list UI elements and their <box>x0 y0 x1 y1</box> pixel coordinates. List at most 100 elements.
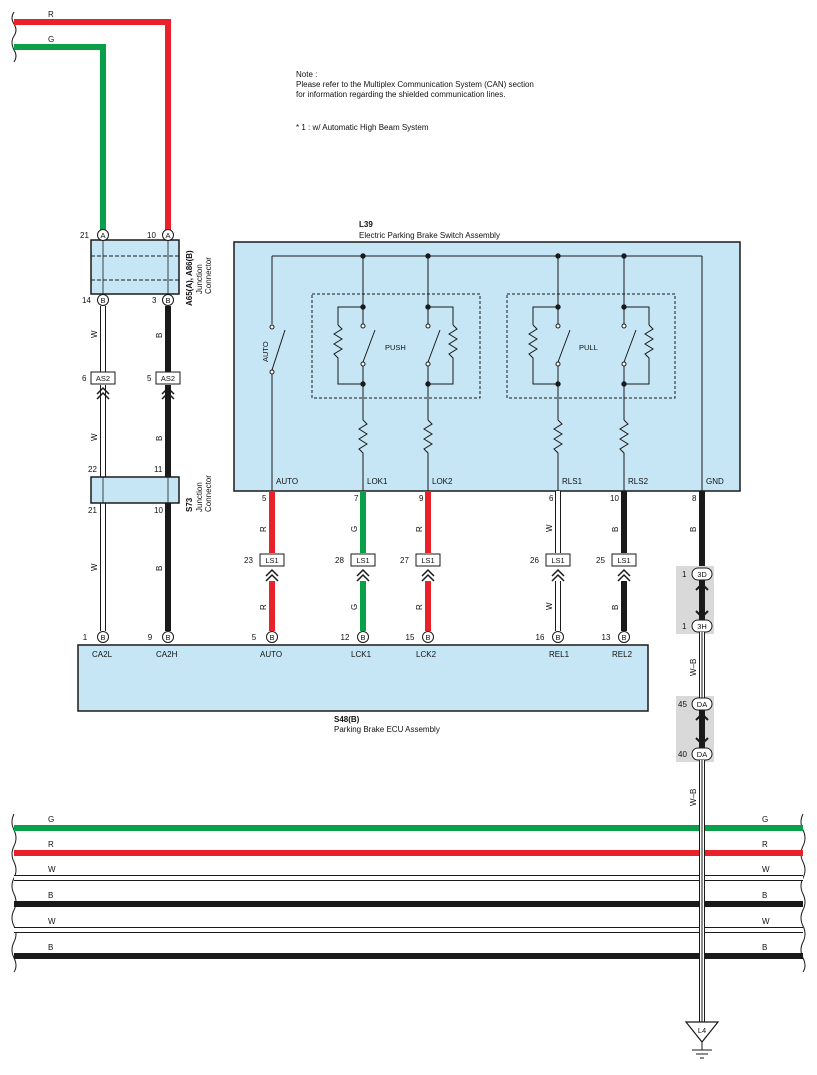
wire-lok2-label-2: R <box>415 604 424 610</box>
l39-pin-8: 8 <box>692 494 697 503</box>
ecu-terminal-auto: AUTO <box>260 650 282 659</box>
wire-w-label-1: W <box>90 330 99 338</box>
conn-b-b: B <box>165 296 170 305</box>
wire-rls1-label-2: W <box>545 602 554 610</box>
note-line-2: for information regarding the shielded c… <box>296 90 505 99</box>
ecu-name: Parking Brake ECU Assembly <box>334 725 440 734</box>
note-heading: Note : <box>296 70 317 79</box>
ls1-pin-27: 27 <box>400 556 409 565</box>
conn-a-r: A <box>165 231 170 240</box>
switch-circuit-1 <box>423 253 458 491</box>
l39-code: L39 <box>359 220 373 229</box>
bus-label-left-5: B <box>48 943 53 952</box>
wire-lok1-label-2: G <box>350 604 359 610</box>
bus-label-left-1: R <box>48 840 54 849</box>
ecu-terminal-ca2h: CA2H <box>156 650 178 659</box>
terminal-lok2: LOK2 <box>432 477 453 486</box>
wb-label-1: W–B <box>689 659 698 676</box>
ls1-label-auto: LS1 <box>265 556 278 565</box>
ls1-pin-25: 25 <box>596 556 605 565</box>
ecu-conn-0: B <box>100 633 105 642</box>
ecu-conn-1: B <box>165 633 170 642</box>
pin-3: 3 <box>152 296 157 305</box>
pull-label: PULL <box>579 343 598 352</box>
ls1-pin-23: 23 <box>244 556 253 565</box>
ecu-terminal-rel2: REL2 <box>612 650 633 659</box>
ecu-terminal-rel1: REL1 <box>549 650 570 659</box>
ecu-pin-circle-0 <box>97 631 109 643</box>
wire-auto-label-1: R <box>259 526 268 532</box>
ecu-pin-12: 12 <box>341 633 350 642</box>
gnd-wire-label: B <box>689 527 698 532</box>
ecu-pin-circle-5 <box>552 631 564 643</box>
top-left-wires: R G <box>11 10 171 232</box>
pin-10: 10 <box>147 231 156 240</box>
s73-name1: Junction <box>195 482 204 512</box>
connector-ls1: LS1 23 LS1 28 LS1 27 LS1 26 LS1 25 <box>244 553 637 582</box>
s73-pin-22: 22 <box>88 465 97 474</box>
left-vertical-wires: W B W B W B <box>90 306 171 631</box>
ecu-s48: S48(B) Parking Brake ECU Assembly B1CA2L… <box>77 631 649 734</box>
wire-rls2-label-1: B <box>611 527 620 532</box>
wire-r-label: R <box>48 10 54 19</box>
ls1-rls2: LS1 25 <box>596 553 637 582</box>
note-footnote: * 1 : w/ Automatic High Beam System <box>296 123 429 132</box>
bus-label-right-0: G <box>762 815 768 824</box>
wire-b-label-1: B <box>155 333 164 338</box>
bus-label-left-3: B <box>48 891 53 900</box>
ecu-pin-9: 9 <box>148 633 153 642</box>
ls1-lok2: LS1 27 <box>400 553 441 582</box>
junction-a65-code: A65(A), A86(B) <box>185 250 194 306</box>
wire-w-label-3: W <box>90 563 99 571</box>
wire-lok2-label-1: R <box>415 526 424 532</box>
ecu-pin-circle-6 <box>618 631 630 643</box>
ls1-label-rls1: LS1 <box>551 556 564 565</box>
l39-name: Electric Parking Brake Switch Assembly <box>359 231 500 240</box>
connector-as2: AS2 6 AS2 5 <box>82 371 181 400</box>
pin-21: 21 <box>80 231 89 240</box>
bus-label-right-1: R <box>762 840 768 849</box>
conn-3h: 3H <box>697 622 707 631</box>
ecu-pin-circle-1 <box>162 631 174 643</box>
ecu-conn-3: B <box>360 633 365 642</box>
wire-g-top <box>14 44 106 232</box>
ecu-terminal-lck2: LCK2 <box>416 650 437 659</box>
junction-a65-name2: Connector <box>204 257 213 294</box>
ecu-conn-4: B <box>425 633 430 642</box>
bus-label-left-4: W <box>48 917 56 926</box>
ls1-lok1: LS1 28 <box>335 553 376 582</box>
wire-lok1-label-1: G <box>350 526 359 532</box>
wb-label-2: W–B <box>689 789 698 806</box>
push-label: PUSH <box>385 343 406 352</box>
bus-label-right-2: W <box>762 865 770 874</box>
pin-40: 40 <box>678 750 687 759</box>
bus-label-left-0: G <box>48 815 54 824</box>
bus-label-right-3: B <box>762 891 767 900</box>
note-block: Note : Please refer to the Multiplex Com… <box>296 70 534 132</box>
ls1-label-rls2: LS1 <box>617 556 630 565</box>
ecu-conn-6: B <box>621 633 626 642</box>
wire-b-label-3: B <box>155 566 164 571</box>
ecu-conn-5: B <box>555 633 560 642</box>
terminal-rls2: RLS2 <box>628 477 649 486</box>
ecu-terminal-ca2l: CA2L <box>92 650 113 659</box>
junction-connector-s73: 22 11 21 10 S73 Junction Connector <box>88 465 213 515</box>
ecu-pin-13: 13 <box>602 633 611 642</box>
wire-rls2-label-2: B <box>611 605 620 610</box>
as2-label-b: AS2 <box>161 374 175 383</box>
as2-label-w: AS2 <box>96 374 110 383</box>
conn-3d: 3D <box>697 570 707 579</box>
s73-pin-21: 21 <box>88 506 97 515</box>
ls1-label-lok1: LS1 <box>356 556 369 565</box>
ls1-auto: LS1 23 <box>244 553 285 582</box>
ecu-pin-circle-3 <box>357 631 369 643</box>
bus-label-right-5: B <box>762 943 767 952</box>
junction-a65-name1: Junction <box>195 264 204 294</box>
conn-b-w: B <box>100 296 105 305</box>
conn-a-g: A <box>100 231 105 240</box>
switch-to-ecu-wires: R G R W B R G R W B <box>259 491 627 631</box>
